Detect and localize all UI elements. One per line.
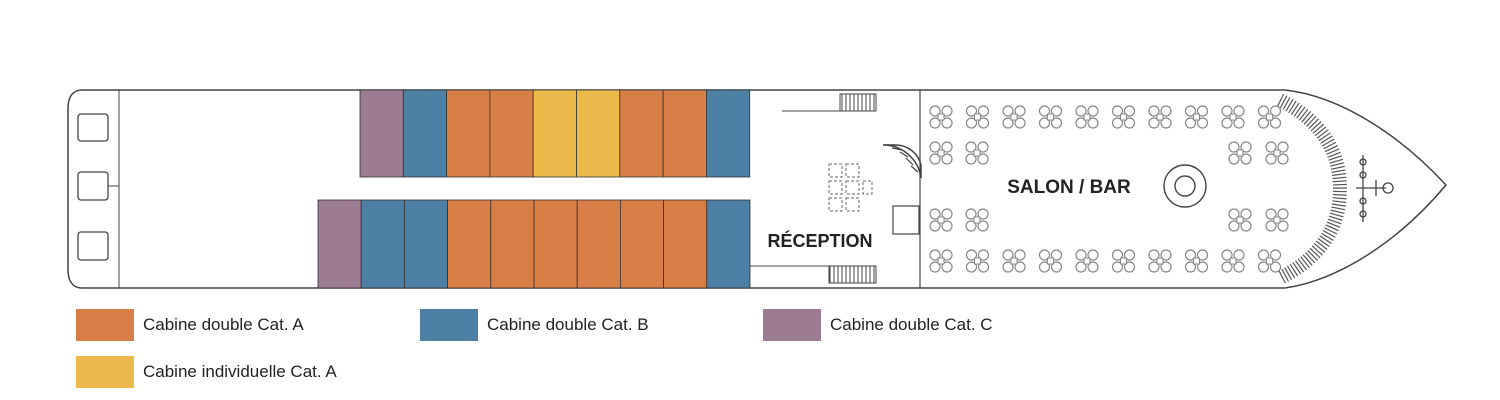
table-with-chairs <box>1148 105 1172 129</box>
table-with-chairs <box>1038 105 1063 129</box>
legend-item-cat-a: Cabine double Cat. A <box>76 309 304 341</box>
cabin-double-cat-a[interactable] <box>620 199 665 289</box>
upper-cabin-row <box>359 89 751 178</box>
cabin-double-cat-a[interactable] <box>619 89 664 178</box>
reception-label: RÉCEPTION <box>767 230 872 251</box>
legend-swatch <box>420 309 478 341</box>
cabin-double-cat-b[interactable] <box>402 89 447 178</box>
table-with-chairs <box>929 105 953 129</box>
cabin-double-cat-b[interactable] <box>706 199 751 289</box>
stern-bollard <box>77 113 109 142</box>
cabin-double-cat-c[interactable] <box>317 199 362 289</box>
ship-hull <box>67 89 1447 289</box>
cabin-double-cat-a[interactable] <box>663 199 708 289</box>
cabin-double-cat-a[interactable] <box>490 199 535 289</box>
table-with-chairs <box>1111 105 1136 129</box>
legend-swatch <box>763 309 821 341</box>
table-with-chairs <box>965 208 989 232</box>
cabin-double-cat-b[interactable] <box>403 199 448 289</box>
reception-desk <box>828 163 873 212</box>
lower-cabin-row <box>317 199 751 289</box>
legend-item-single-a: Cabine individuelle Cat. A <box>76 356 337 388</box>
cabin-double-cat-b[interactable] <box>706 89 751 178</box>
cabin-double-cat-c[interactable] <box>359 89 404 178</box>
legend-label: Cabine double Cat. B <box>487 315 649 334</box>
table-with-chairs <box>1038 249 1063 273</box>
cabin-double-cat-a[interactable] <box>446 89 491 178</box>
table-with-chairs <box>1265 141 1289 165</box>
table-with-chairs <box>1221 249 1245 273</box>
cabin-double-cat-b[interactable] <box>360 199 405 289</box>
bar-counter <box>1163 164 1207 208</box>
legend-swatch <box>76 309 134 341</box>
table-with-chairs <box>1184 249 1209 273</box>
stair-grille <box>828 265 877 284</box>
table-with-chairs <box>965 105 990 129</box>
cabin-double-cat-a[interactable] <box>447 199 492 289</box>
table-with-chairs <box>1148 249 1172 273</box>
table-with-chairs <box>1265 208 1289 232</box>
legend-label: Cabine individuelle Cat. A <box>143 362 337 381</box>
stern-bollard <box>77 231 109 261</box>
table-with-chairs <box>1002 105 1026 129</box>
table-with-chairs <box>1221 105 1245 129</box>
elevator <box>892 205 920 235</box>
cabin-single-cat-a[interactable] <box>532 89 577 178</box>
table-with-chairs <box>1111 249 1136 273</box>
table-with-chairs <box>1257 105 1282 129</box>
cabin-double-cat-a[interactable] <box>489 89 534 178</box>
table-with-chairs <box>1075 249 1099 273</box>
cabin-double-cat-a[interactable] <box>662 89 707 178</box>
table-with-chairs <box>929 208 953 232</box>
spiral-staircase <box>882 144 922 179</box>
legend-label: Cabine double Cat. C <box>830 315 993 334</box>
spiral-staircase-steps <box>883 144 919 173</box>
salon-seating <box>929 105 1289 273</box>
stair-grille <box>839 93 877 112</box>
table-with-chairs <box>1228 208 1252 232</box>
table-with-chairs <box>1002 249 1026 273</box>
cabin-single-cat-a[interactable] <box>576 89 621 178</box>
cabin-double-cat-a[interactable] <box>533 199 578 289</box>
table-with-chairs <box>1075 105 1099 129</box>
table-with-chairs <box>929 141 953 165</box>
table-with-chairs <box>965 141 989 165</box>
legend-swatch <box>76 356 134 388</box>
table-with-chairs <box>1228 141 1252 165</box>
legend-item-cat-c: Cabine double Cat. C <box>763 309 993 341</box>
salon-bar-label: SALON / BAR <box>1007 177 1131 198</box>
table-with-chairs <box>1184 105 1209 129</box>
table-with-chairs <box>1257 249 1282 273</box>
anchor-winch-icon <box>1356 155 1394 222</box>
legend-label: Cabine double Cat. A <box>143 315 304 334</box>
legend-item-cat-b: Cabine double Cat. B <box>420 309 649 341</box>
cabin-double-cat-a[interactable] <box>576 199 621 289</box>
table-with-chairs <box>965 249 990 273</box>
table-with-chairs <box>929 249 953 273</box>
